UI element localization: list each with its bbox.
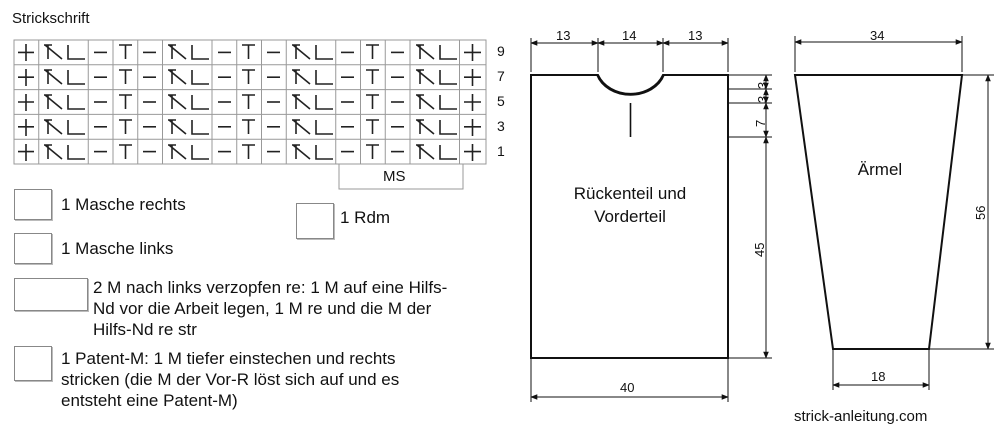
legend-cable-text: 2 M nach links verzopfen re: 1 M auf ein… [93,277,447,340]
chart-row-7 [18,69,481,86]
ms-label: MS [383,168,406,185]
body-piece-outline [530,74,729,359]
chart-grid [13,39,487,165]
body-dim-bottom: 40 [620,380,635,395]
cable-symbol [168,44,209,60]
legend-purl-box [14,233,52,264]
legend-patent-box [14,346,52,381]
row-number-5: 5 [497,93,505,109]
legend-purl-text: 1 Masche links [61,239,174,258]
body-dim-right-3: 7 [753,119,768,127]
cable-symbol [44,44,85,60]
chart-row-9 [18,44,481,61]
ms-bracket [338,164,464,190]
body-piece-label: Rückenteil und Vorderteil [545,182,715,228]
legend-patent-line-2: stricken (die M der Vor-R löst sich auf … [61,370,400,389]
body-piece-label-line-2: Vorderteil [594,207,666,226]
sleeve-dim-bottom: 18 [871,369,886,384]
row-number-7: 7 [497,68,505,84]
legend-cable-line-3: Hilfs-Nd re str [93,320,197,339]
chart-row-1 [18,144,481,161]
legend-patent-line-3: entsteht eine Patent-M) [61,391,238,410]
legend-edge-text: 1 Rdm [340,208,391,227]
legend-cable-line-1: 2 M nach links verzopfen re: 1 M auf ein… [93,278,448,297]
body-dim-right-1: 3 [755,81,770,89]
row-number-1: 1 [497,143,505,159]
legend-knit-text: 1 Masche rechts [61,195,186,214]
chart-row-3 [18,119,481,136]
body-dim-top-center: 14 [622,28,637,43]
edge-stitch-symbol [18,44,34,61]
website-credit: strick-anleitung.com [794,408,928,425]
row-number-3: 3 [497,118,505,134]
body-dim-right-2: 3 [755,95,770,103]
edge-stitch-symbol [464,44,481,61]
legend-cable-line-2: Nd vor die Arbeit legen, 1 M re und die … [93,299,432,318]
sleeve-piece-outline [793,74,964,350]
sleeve-piece-label: Ärmel [857,160,903,179]
body-dimension-lines [530,38,772,402]
legend-patent-text: 1 Patent-M: 1 M tiefer einstechen und re… [61,348,399,411]
legend-patent-line-1: 1 Patent-M: 1 M tiefer einstechen und re… [61,349,396,368]
body-dim-top-right: 13 [688,28,703,43]
chart-title: Strickschrift [12,10,90,27]
legend-knit-box [14,189,52,220]
cable-symbol [416,44,457,60]
patent-symbol [119,44,132,59]
cable-symbol [292,44,333,60]
patent-symbol [366,44,379,59]
sleeve-dim-top: 34 [870,28,885,43]
legend-cable-box [14,278,88,311]
sleeve-dimension-lines [794,36,994,390]
sleeve-dim-height: 56 [973,205,988,220]
body-dim-top-left: 13 [556,28,571,43]
patent-symbol [242,44,255,59]
body-piece-label-line-1: Rückenteil und [573,184,687,203]
body-dim-height: 45 [752,242,767,257]
row-number-9: 9 [497,43,505,59]
legend-edge-box [296,203,334,239]
chart-symbols [18,44,481,161]
chart-row-5 [18,94,481,111]
